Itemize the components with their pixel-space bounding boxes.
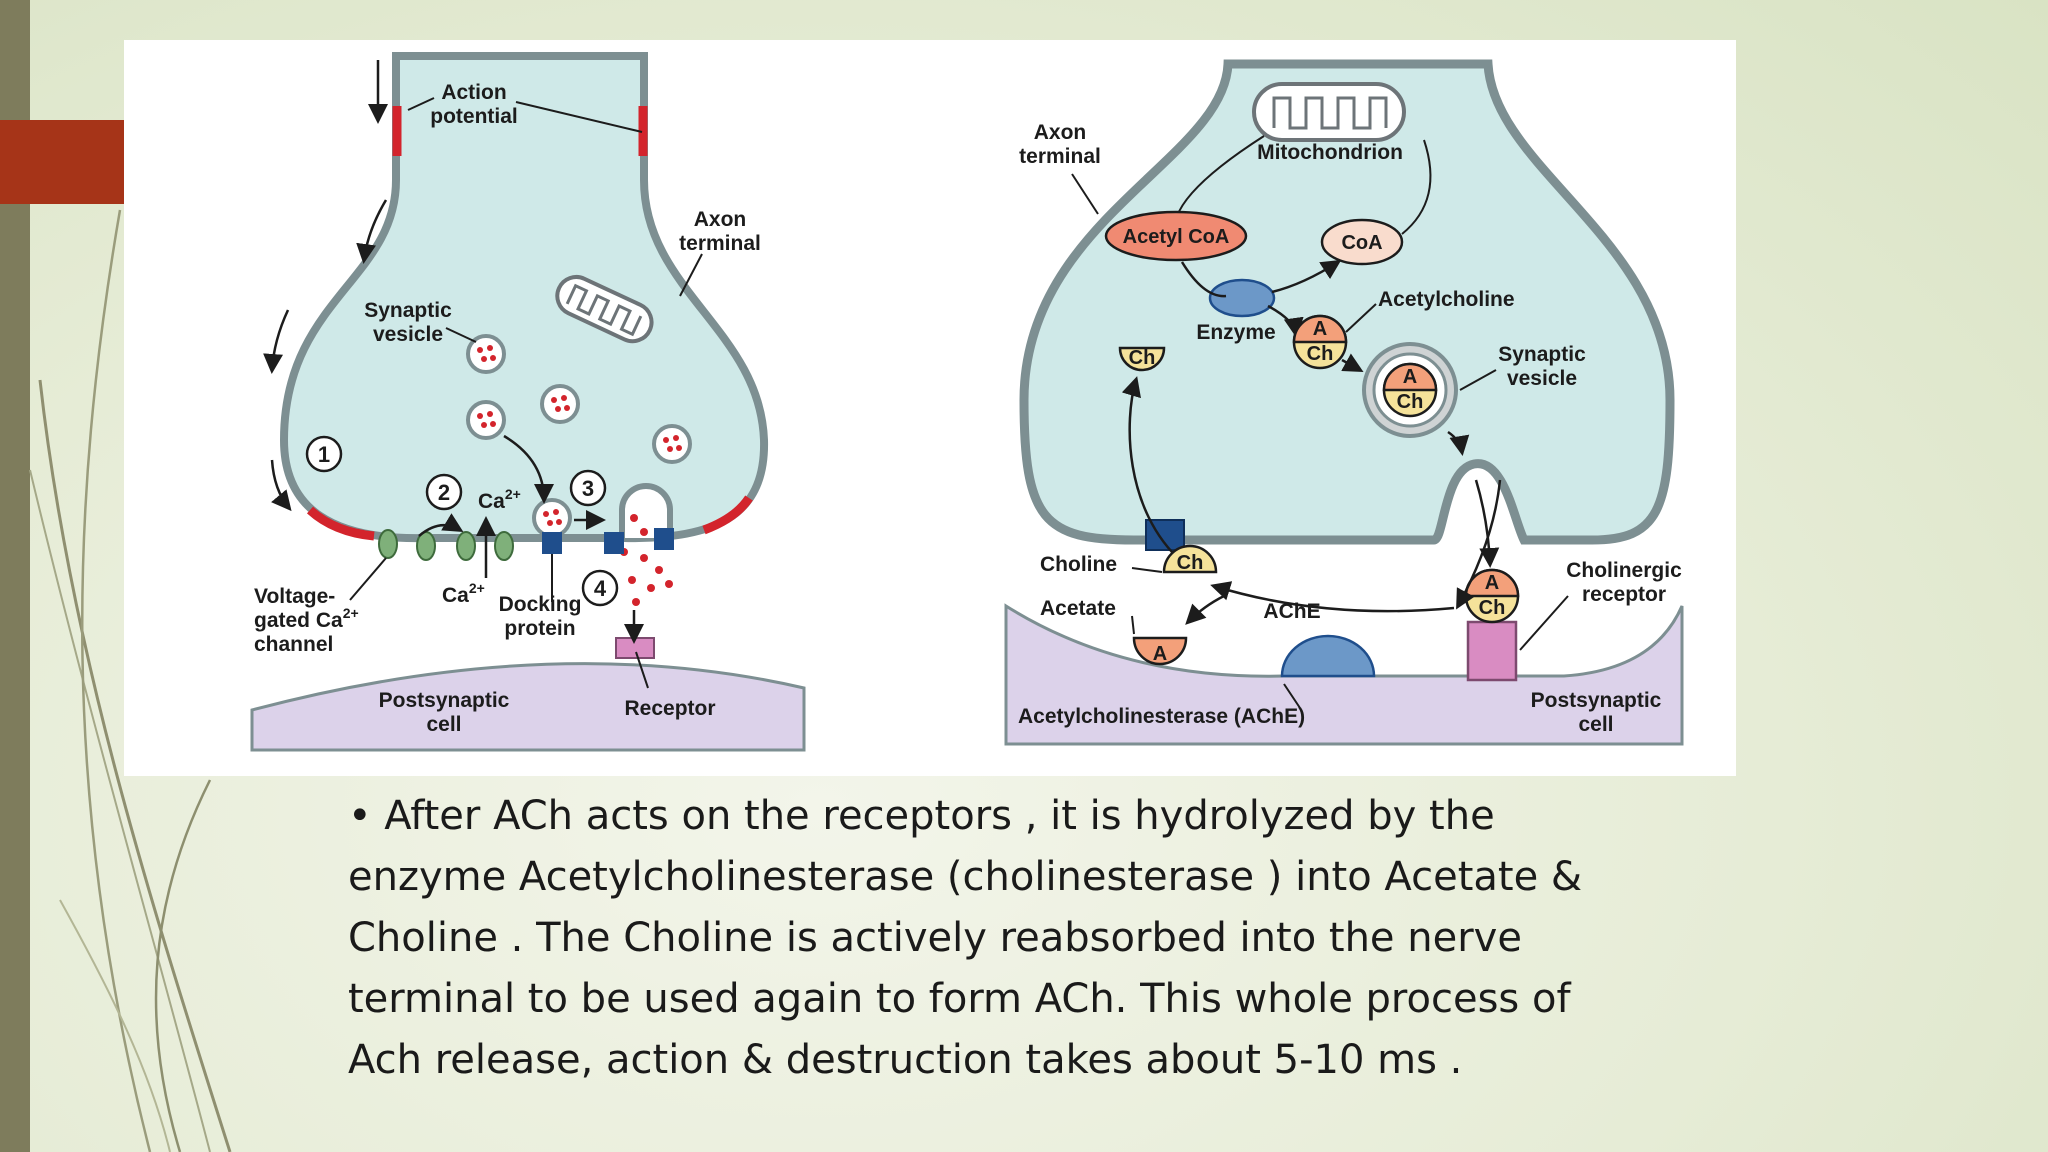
svg-text:Ch: Ch	[1479, 597, 1506, 619]
choline-in-cleft: Ch	[1162, 544, 1218, 574]
coa-label: CoA	[1341, 232, 1382, 254]
acetyl-coa-label: Acetyl CoA	[1123, 226, 1230, 248]
svg-text:A: A	[1153, 643, 1167, 665]
right-mitochondrion	[1252, 82, 1406, 142]
label-voltage: Voltage-	[254, 585, 335, 608]
svg-text:Ch: Ch	[1307, 343, 1334, 365]
slide-body-text: • After ACh acts on the receptors , it i…	[348, 793, 1583, 1083]
left-postsynaptic-cell	[250, 662, 806, 752]
svg-text:Ch: Ch	[1129, 347, 1156, 369]
label-synaptic: Synaptic	[364, 299, 452, 322]
label-synaptic-r: Synaptic	[1498, 343, 1586, 366]
choline-label: Choline	[1040, 553, 1117, 576]
acetate-label: Acetate	[1040, 597, 1116, 620]
label-axon: Axon	[694, 208, 747, 231]
label-postsynaptic: Postsynaptic	[379, 689, 510, 712]
decorative-streaks	[29, 209, 232, 1152]
step-2: 2	[438, 480, 450, 505]
terminal-label-r: terminal	[1019, 145, 1101, 168]
step-markers: 1 2 3 4	[305, 435, 619, 607]
acetylcholine-label: Acetylcholine	[1378, 288, 1515, 311]
red-accent-block	[0, 120, 124, 204]
choline-in-terminal: Ch	[1118, 346, 1166, 372]
ach-on-receptor: A Ch	[1464, 568, 1520, 624]
postsynaptic-label-r: Postsynaptic	[1531, 689, 1662, 712]
label-gated-ca: gated Ca2+	[254, 605, 359, 632]
left-synapse-diagram: 1 2 3 4 Action potential Axon terminal S…	[250, 52, 806, 752]
label-vesicle-r: vesicle	[1507, 367, 1577, 390]
label-channel: channel	[254, 633, 333, 656]
axon-label-r: Axon	[1034, 121, 1087, 144]
svg-text:Ch: Ch	[1397, 391, 1424, 413]
acetate-in-cleft: A	[1132, 636, 1188, 666]
svg-text:A: A	[1485, 572, 1499, 594]
cholinergic-label: Cholinergic	[1566, 559, 1682, 582]
enzyme-label: Enzyme	[1196, 321, 1275, 344]
label-ca-upper: Ca2+	[478, 486, 521, 513]
label-vesicle: vesicle	[373, 323, 443, 346]
label-potential: potential	[430, 105, 518, 128]
right-synapse-diagram: Acetyl CoA CoA Enzyme A Ch Acetylcholine…	[1004, 59, 1684, 746]
label-action: Action	[441, 81, 506, 104]
cell-label-r: cell	[1578, 713, 1613, 736]
label-ca-lower: Ca2+	[442, 580, 485, 607]
synapse-figure: 1 2 3 4 Action potential Axon terminal S…	[124, 40, 1736, 776]
step-4: 4	[594, 576, 607, 601]
label-protein: protein	[504, 617, 575, 640]
ach-molecule: A Ch	[1292, 314, 1348, 370]
ache-label: AChE	[1263, 600, 1320, 623]
right-synaptic-vesicle: A Ch	[1362, 342, 1458, 438]
left-vesicles	[466, 334, 692, 538]
svg-text:A: A	[1403, 366, 1417, 388]
label-docking: Docking	[499, 593, 582, 616]
left-axon-terminal	[279, 52, 769, 543]
svg-text:A: A	[1313, 318, 1327, 340]
mitochondrion-label: Mitochondrion	[1257, 141, 1403, 164]
receptor-label-r: receptor	[1582, 583, 1666, 606]
left-mitochondrion	[555, 274, 654, 344]
label-terminal: terminal	[679, 232, 761, 255]
step-3: 3	[582, 476, 594, 501]
right-axon-terminal	[1019, 59, 1675, 545]
svg-text:Ch: Ch	[1177, 552, 1204, 574]
acetylcholinesterase-label: Acetylcholinesterase (AChE)	[1018, 705, 1305, 728]
step-1: 1	[318, 442, 330, 467]
label-receptor: Receptor	[624, 697, 715, 720]
label-cell: cell	[426, 713, 461, 736]
